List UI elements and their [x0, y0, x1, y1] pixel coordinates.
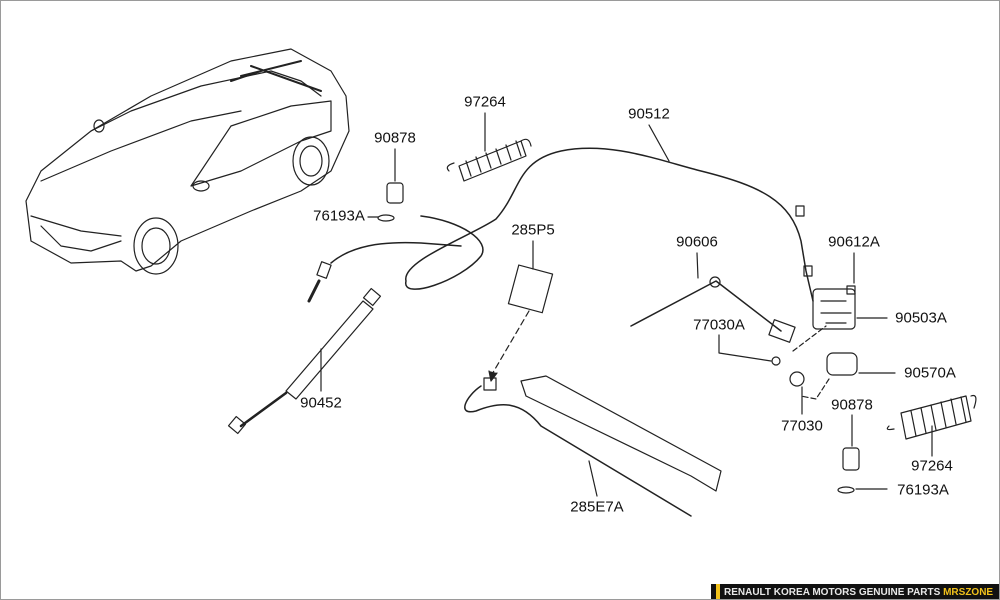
part-label-90878-top[interactable]: 90878	[374, 129, 416, 147]
car-illustration	[25, 48, 350, 275]
bumper-90878-bottom	[837, 414, 888, 494]
footer-brand: MRSZONE	[943, 587, 994, 598]
part-label-90570A[interactable]: 90570A	[904, 364, 956, 382]
part-label-90606[interactable]: 90606	[676, 233, 718, 251]
part-label-90452[interactable]: 90452	[300, 394, 342, 412]
connector-285P5	[488, 240, 554, 382]
cable-90512	[307, 124, 814, 303]
harness-285E7A	[464, 375, 722, 517]
part-label-77030[interactable]: 77030	[781, 417, 823, 435]
spring-97264-top	[446, 112, 532, 182]
part-label-90512[interactable]: 90512	[628, 105, 670, 123]
footer-text: RENAULT KOREA MOTORS GENUINE PARTS	[724, 587, 944, 598]
part-label-97264-bottom[interactable]: 97264	[911, 457, 953, 475]
footer-accent-stripe	[716, 584, 720, 599]
part-label-76193A-bottom[interactable]: 76193A	[897, 481, 949, 499]
footer-watermark: RENAULT KOREA MOTORS GENUINE PARTS MRSZO…	[711, 584, 999, 599]
part-label-90503A[interactable]: 90503A	[895, 309, 947, 327]
part-label-77030A[interactable]: 77030A	[693, 316, 745, 334]
part-label-90878-bottom[interactable]: 90878	[831, 396, 873, 414]
bolt-77030	[789, 371, 805, 415]
bolt-77030A	[718, 334, 781, 366]
part-label-97264-top[interactable]: 97264	[464, 93, 506, 111]
part-label-285P5[interactable]: 285P5	[511, 221, 555, 239]
part-label-90612A[interactable]: 90612A	[828, 233, 880, 251]
rod-90606	[630, 252, 796, 343]
part-label-76193A-top[interactable]: 76193A	[313, 207, 365, 225]
latch-90503A	[812, 252, 888, 330]
bumper-90878-top	[367, 148, 404, 222]
part-label-285E7A[interactable]: 285E7A	[570, 498, 624, 516]
spring-97264-bottom	[886, 394, 977, 457]
strut-90452	[227, 287, 382, 435]
actuator-90570A	[792, 325, 896, 400]
